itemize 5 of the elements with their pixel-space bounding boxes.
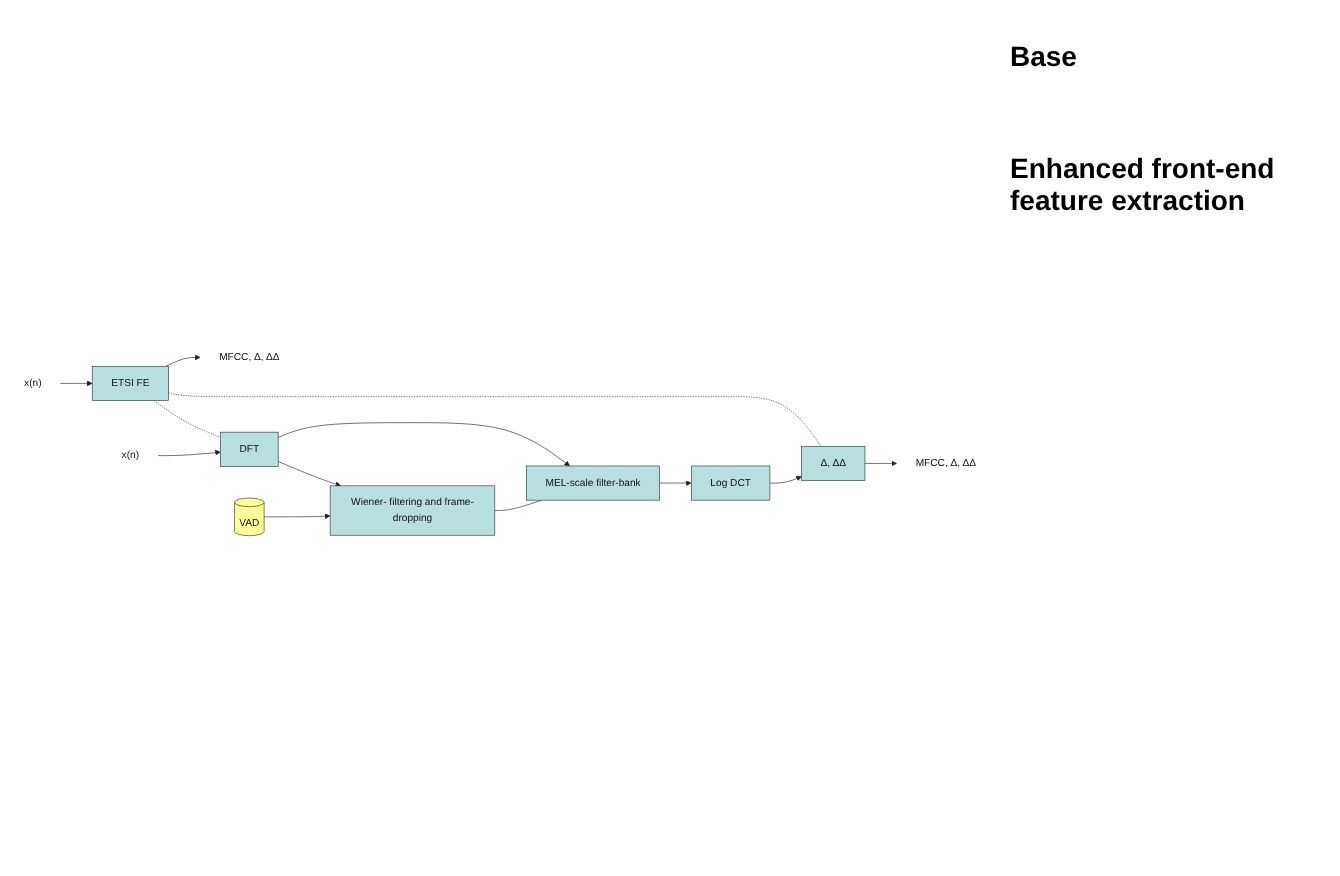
note-text: Base [1010,40,1079,72]
connector [168,392,822,447]
connector [153,400,221,438]
note-text: Enhanced front-end feature extraction [1010,152,1277,216]
connector [494,499,543,511]
